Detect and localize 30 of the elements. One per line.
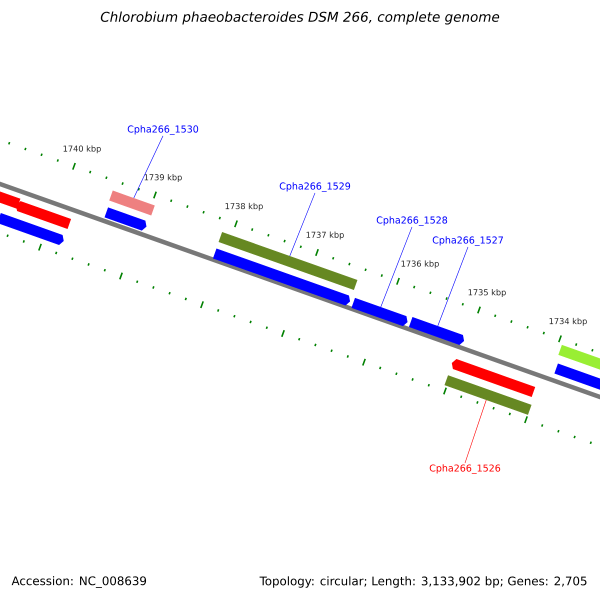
tick-label: 1736 kbp	[402, 260, 439, 268]
tick-label: 1737 kbp	[306, 232, 344, 240]
gene-label: Cpha266_1528	[376, 216, 448, 226]
gene-block	[0, 191, 20, 209]
leader-line	[464, 400, 487, 464]
gene-block	[16, 201, 72, 229]
gene-block	[109, 190, 155, 216]
leader-line	[437, 246, 468, 326]
footer-text: Accession: NC_008639	[12, 576, 146, 588]
tick-label: 1738 kbp	[226, 202, 263, 211]
gene-block	[408, 317, 464, 345]
gene-label: Cpha266_1530	[128, 125, 198, 135]
gene-block	[0, 213, 64, 245]
gene-label: Cpha266_1529	[280, 182, 350, 192]
gene-block	[452, 359, 536, 397]
leader-line	[133, 136, 164, 198]
tick-label: 1739 kbp	[144, 174, 182, 182]
gene-block	[554, 364, 600, 390]
footer-text: Topology: circular; Length: 3,133,902 bp; Genes: 2,705	[260, 576, 586, 588]
gene-block	[104, 207, 146, 231]
gene-block	[351, 298, 408, 326]
chart-title: Chlorobium phaeobacteroides DSM 266, complete genome	[100, 11, 500, 25]
leader-line	[289, 192, 316, 256]
tick-label: 1734 kbp	[550, 318, 587, 326]
gene-block	[558, 344, 600, 372]
gene-label: Cpha266_1527	[432, 236, 503, 246]
tick-label: 1740 kbp	[64, 145, 101, 154]
tick-label: 1735 kbp	[468, 289, 506, 297]
leader-line	[380, 226, 412, 308]
gene-label: Cpha266_1526	[430, 464, 500, 474]
